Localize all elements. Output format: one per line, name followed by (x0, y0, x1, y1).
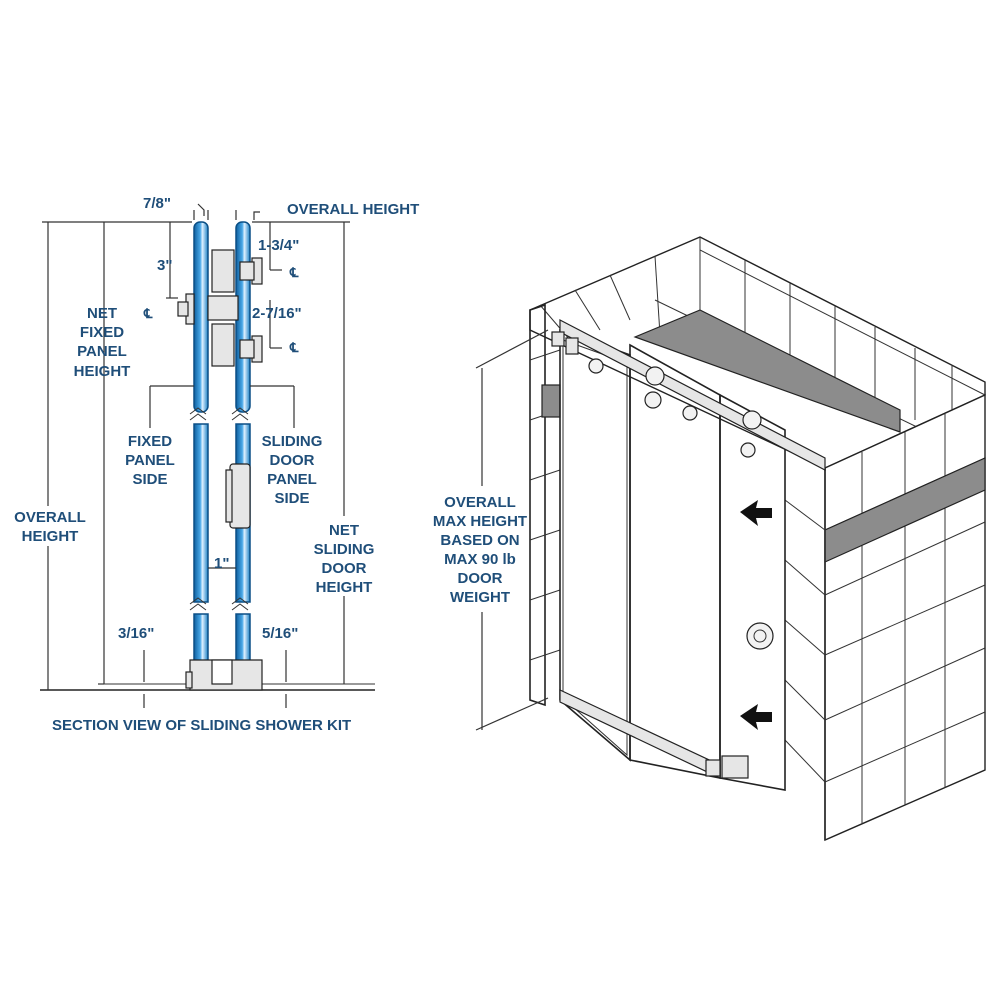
back-wall-tiles (529, 236, 986, 469)
header-rail (551, 319, 826, 471)
bottom-track (559, 689, 749, 779)
section-caption: SECTION VIEW OF SLIDING SHOWER KIT (52, 717, 351, 734)
svg-text:NET: NET (87, 305, 117, 322)
enclosure-view: OVERALL MAX HEIGHT BASED ON MAX 90 lb DO… (433, 236, 986, 842)
label-overall-height-top: OVERALL HEIGHT (287, 201, 419, 218)
section-view: 7/8" OVERALL HEIGHT 3" 1-3/4" 2-7/16" ℄ … (10, 195, 419, 734)
door-pull-handle (225, 463, 251, 529)
centerline-symbol-3: ℄ (289, 340, 299, 355)
svg-text:OVERALL: OVERALL (444, 494, 516, 511)
label-fixed-panel-side: FIXED PANEL SIDE (125, 433, 175, 488)
svg-text:SLIDING: SLIDING (262, 433, 323, 450)
svg-text:MAX HEIGHT: MAX HEIGHT (433, 513, 527, 530)
svg-text:WEIGHT: WEIGHT (450, 589, 510, 606)
label-two-seven-sixteenths: 2-7/16" (252, 305, 302, 322)
svg-text:PANEL: PANEL (125, 452, 175, 469)
right-wall-tiles (824, 393, 986, 842)
svg-text:PANEL: PANEL (267, 471, 317, 488)
label-overall-height-left: OVERALL HEIGHT (10, 506, 90, 546)
door-handle-icon (746, 622, 774, 650)
fixed-glass-panel (189, 221, 209, 689)
dimension-lines (42, 203, 350, 708)
svg-text:SLIDING: SLIDING (314, 541, 375, 558)
svg-text:DOOR: DOOR (270, 452, 315, 469)
svg-text:DOOR: DOOR (322, 560, 367, 577)
svg-text:FIXED: FIXED (128, 433, 172, 450)
svg-text:BASED ON: BASED ON (440, 532, 519, 549)
door-rollers (588, 358, 762, 458)
svg-text:DOOR: DOOR (458, 570, 503, 587)
svg-text:MAX 90 lb: MAX 90 lb (444, 551, 516, 568)
arrow-left-icon-upper (740, 500, 772, 526)
centerline-symbol-1: ℄ (289, 265, 299, 280)
label-net-fixed-panel-height: NET FIXED PANEL HEIGHT (74, 305, 131, 380)
label-seven-eighths: 7/8" (143, 195, 171, 212)
roller-hardware (177, 249, 263, 367)
bottom-guide (185, 659, 263, 691)
arrow-left-icon-lower (740, 704, 772, 730)
label-overall-max-height: OVERALL MAX HEIGHT BASED ON MAX 90 lb DO… (433, 494, 527, 606)
svg-text:HEIGHT: HEIGHT (316, 579, 373, 596)
svg-text:HEIGHT: HEIGHT (74, 363, 131, 380)
slide-direction-arrows (740, 500, 772, 730)
label-one-three-quarter: 1-3/4" (258, 237, 299, 254)
svg-text:HEIGHT: HEIGHT (22, 528, 79, 545)
inner-wall-tiles (784, 439, 826, 840)
back-accent-stripe (633, 309, 901, 433)
sliding-glass-panel (231, 221, 251, 685)
label-net-sliding-door-height: NET SLIDING DOOR HEIGHT (310, 516, 378, 596)
svg-text:FIXED: FIXED (80, 324, 124, 341)
label-three-in: 3" (157, 257, 172, 274)
svg-text:PANEL: PANEL (77, 343, 127, 360)
label-three-sixteenths: 3/16" (118, 625, 154, 642)
overall-max-height-dimension (475, 329, 549, 731)
label-one-in: 1" (214, 555, 229, 572)
svg-text:OVERALL: OVERALL (14, 509, 86, 526)
svg-text:SIDE: SIDE (274, 490, 309, 507)
label-sliding-door-panel-side: SLIDING DOOR PANEL SIDE (262, 433, 323, 507)
centerline-symbol-2: ℄ (143, 306, 153, 321)
svg-text:NET: NET (329, 522, 359, 539)
svg-text:SIDE: SIDE (132, 471, 167, 488)
left-wall-tiles (529, 303, 561, 707)
label-five-sixteenths: 5/16" (262, 625, 298, 642)
